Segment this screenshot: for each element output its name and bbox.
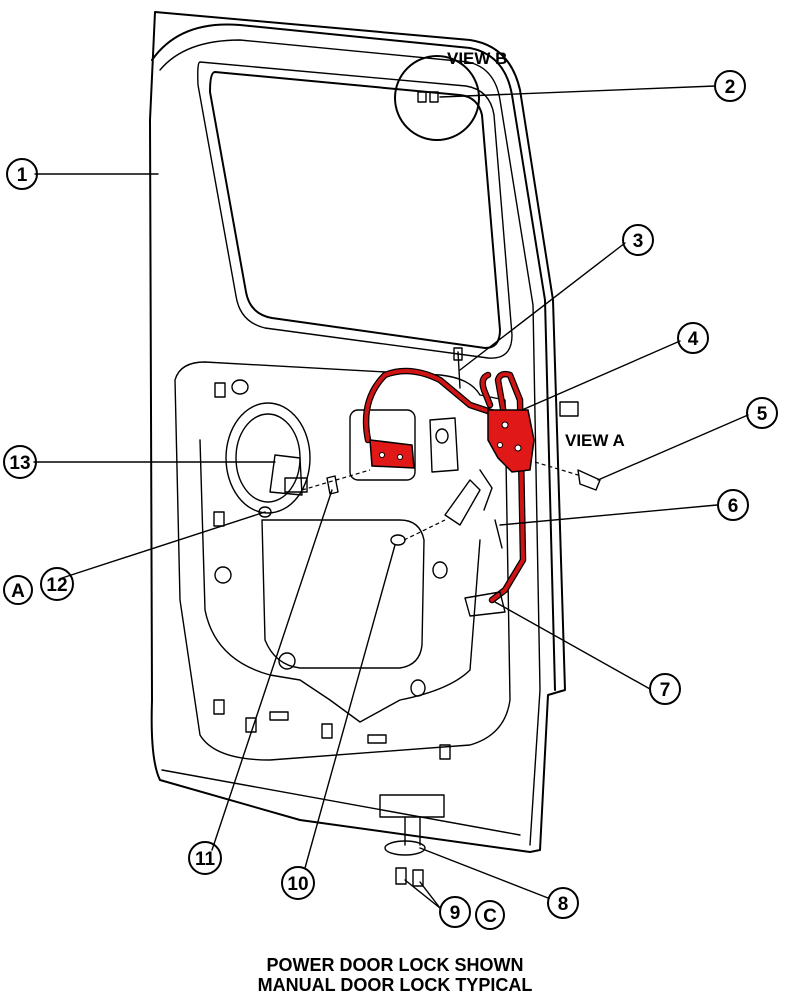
callout-label: C xyxy=(483,906,497,927)
callout-c: C xyxy=(475,900,505,930)
callout-label: 4 xyxy=(688,329,699,350)
callout-label: 6 xyxy=(728,496,739,517)
callout-label: 3 xyxy=(633,231,644,252)
callout-5: 5 xyxy=(746,397,778,429)
callout-8: 8 xyxy=(547,887,579,919)
caption-line-2: MANUAL DOOR LOCK TYPICAL xyxy=(257,975,533,995)
linkage-parts xyxy=(258,401,601,617)
callout-label: 9 xyxy=(450,903,461,924)
callout-label: 13 xyxy=(9,453,30,474)
lock-hardware-highlight xyxy=(362,347,535,604)
callout-7: 7 xyxy=(649,673,681,705)
callout-label: 7 xyxy=(660,680,671,701)
callout-10: 10 xyxy=(281,866,315,900)
window-opening xyxy=(197,61,513,359)
callout-1: 1 xyxy=(6,158,38,190)
callout-2: 2 xyxy=(714,70,746,102)
callout-6: 6 xyxy=(717,489,749,521)
callout-11: 11 xyxy=(188,841,222,875)
callout-label: A xyxy=(11,581,25,602)
callout-3: 3 xyxy=(622,224,654,256)
door-panel xyxy=(149,11,566,853)
caption-line-1: POWER DOOR LOCK SHOWN xyxy=(266,955,524,975)
leader-lines xyxy=(33,85,749,909)
view-a-label: VIEW A xyxy=(565,431,625,450)
inner-panel xyxy=(174,361,511,761)
callout-label: 11 xyxy=(195,849,216,870)
view-b-detail xyxy=(394,55,480,141)
callout-label: 2 xyxy=(725,77,736,98)
callout-label: 10 xyxy=(287,874,308,895)
bottom-striker xyxy=(379,794,445,887)
callout-4: 4 xyxy=(677,322,709,354)
callout-label: 12 xyxy=(46,575,67,596)
callout-a: A xyxy=(3,575,33,605)
view-b-label: VIEW B xyxy=(447,49,507,68)
callout-12: 12 xyxy=(40,567,74,601)
callout-label: 8 xyxy=(558,894,569,915)
callout-label: 1 xyxy=(17,165,28,186)
callout-9: 9 xyxy=(439,896,471,928)
callout-13: 13 xyxy=(3,445,37,479)
callout-label: 5 xyxy=(757,404,768,425)
